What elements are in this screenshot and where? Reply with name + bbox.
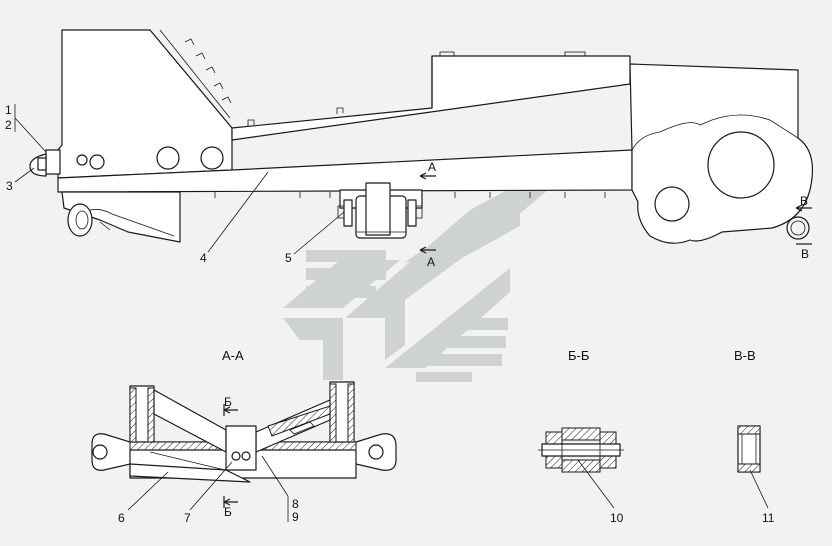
section-mark-b-bottom: Б bbox=[224, 505, 232, 519]
section-vv-view bbox=[737, 425, 761, 473]
callout-9: 9 bbox=[292, 510, 299, 524]
callout-6: 6 bbox=[118, 511, 125, 525]
leader-line-11 bbox=[749, 469, 769, 509]
section-title-aa: А-А bbox=[222, 348, 244, 363]
callout-1: 1 bbox=[5, 103, 12, 117]
suspension-bracket bbox=[337, 182, 423, 239]
section-title-bb: Б-Б bbox=[568, 348, 589, 363]
callout-5: 5 bbox=[285, 251, 292, 265]
section-title-vv: В-В bbox=[734, 348, 756, 363]
callout-3: 3 bbox=[6, 179, 13, 193]
callout-10: 10 bbox=[610, 511, 624, 525]
section-mark-v-bottom: В bbox=[801, 247, 809, 261]
section-mark-v-top: В bbox=[800, 194, 808, 208]
section-mark-a-top: А bbox=[428, 160, 436, 174]
callout-2: 2 bbox=[5, 118, 12, 132]
watermark-logo bbox=[283, 168, 548, 382]
leader-line-10 bbox=[577, 459, 615, 509]
callout-4: 4 bbox=[200, 251, 207, 265]
callout-7: 7 bbox=[184, 511, 191, 525]
section-bb-view bbox=[538, 427, 624, 473]
section-aa-view bbox=[91, 381, 397, 508]
callout-11: 11 bbox=[762, 511, 775, 525]
leader-lines bbox=[14, 104, 345, 255]
leader-lines-aa bbox=[127, 455, 289, 522]
section-mark-a-bottom: А bbox=[427, 255, 435, 269]
section-mark-b-top: Б bbox=[224, 395, 232, 409]
frame-side-view bbox=[29, 29, 814, 254]
callout-8: 8 bbox=[292, 497, 299, 511]
